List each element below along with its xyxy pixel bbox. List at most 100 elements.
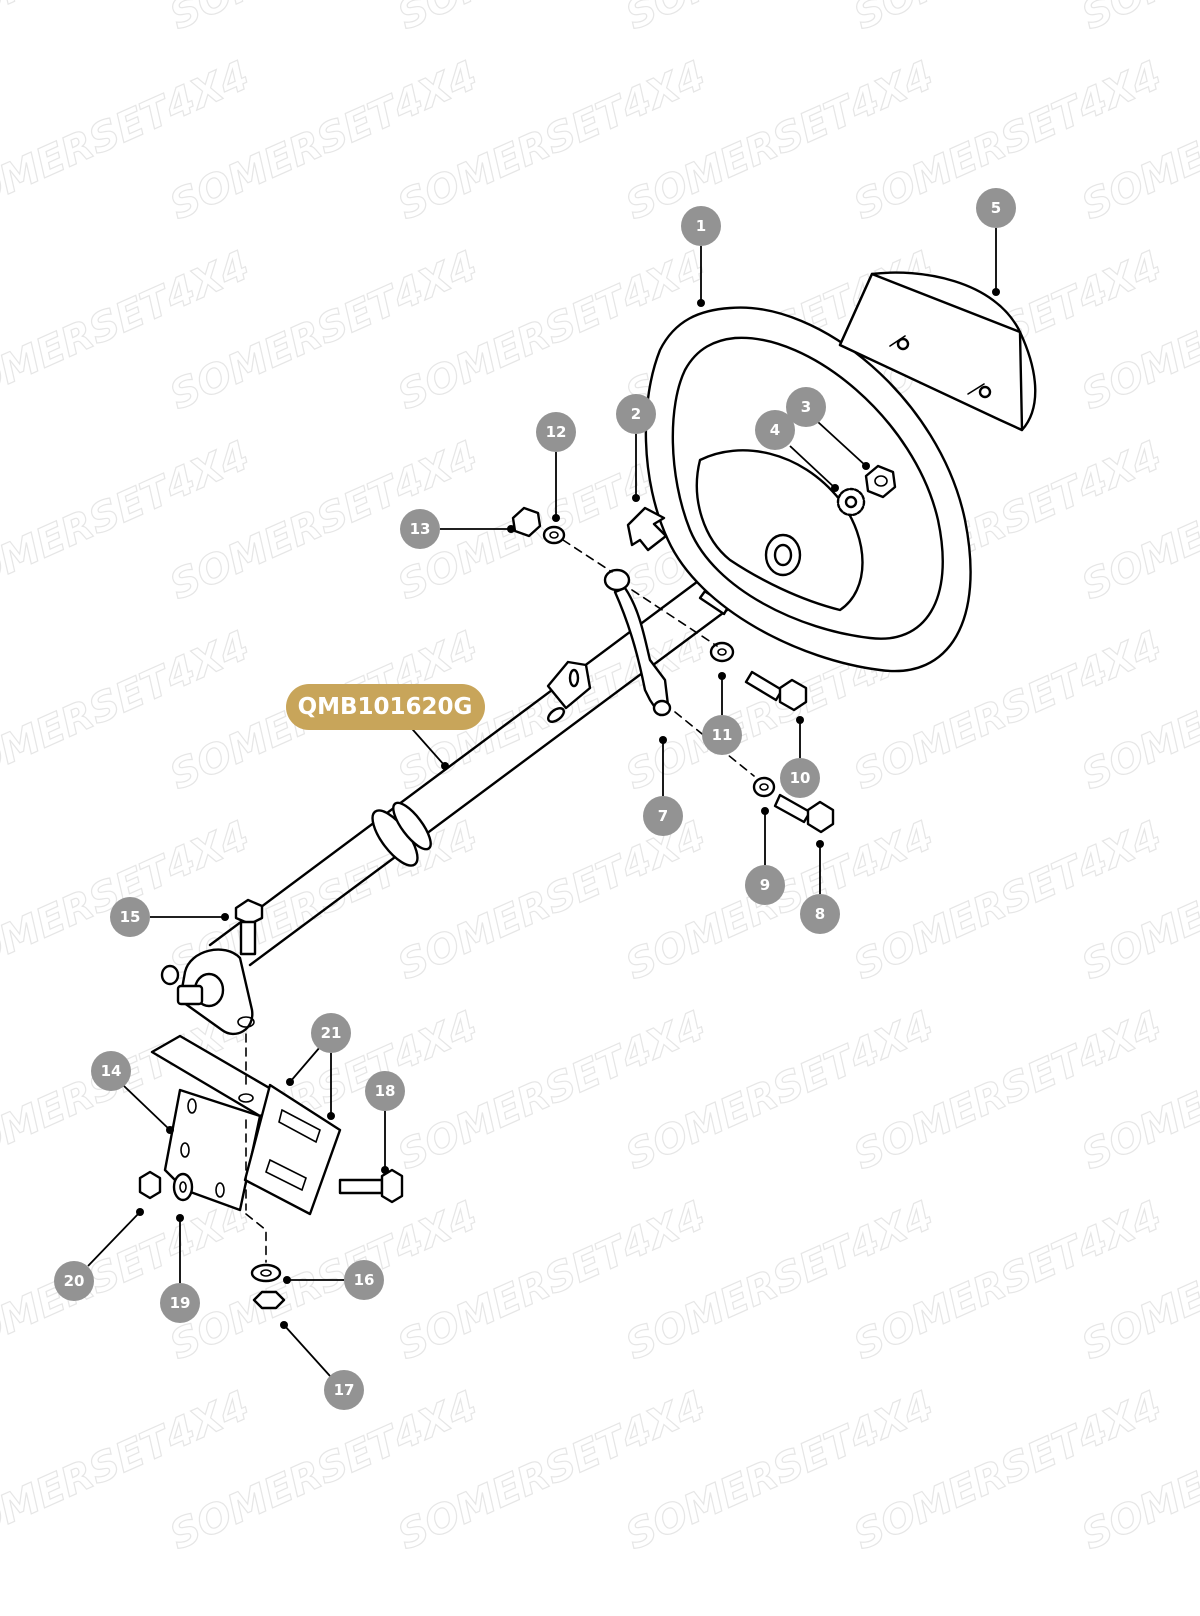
callout-circle-21 — [311, 1013, 351, 1053]
nut-item-17 — [252, 1290, 286, 1310]
part-number-text: QMB101620G — [298, 694, 473, 720]
callout-18: 18 — [365, 1071, 405, 1174]
horn-pad-cover — [838, 271, 1037, 432]
leader-line-4 — [789, 445, 836, 489]
washer-item-19 — [172, 1172, 194, 1202]
callout-circle-10 — [780, 758, 820, 798]
nut-item-13 — [511, 506, 542, 538]
callout-number-8: 8 — [815, 905, 825, 923]
callout-number-21: 21 — [321, 1024, 342, 1042]
leader-dot-13 — [507, 525, 515, 533]
callout-21: 21 — [286, 1013, 351, 1120]
callout-11: 11 — [702, 672, 742, 755]
bolt-item-18 — [338, 1168, 404, 1204]
callout-5: 5 — [976, 188, 1016, 296]
callout-circle-13 — [400, 509, 440, 549]
steering-wheel — [644, 306, 972, 673]
callout-15: 15 — [110, 897, 229, 937]
callout-13: 13 — [400, 509, 515, 549]
bolt-item-15 — [234, 898, 264, 956]
callout-number-11: 11 — [712, 726, 733, 744]
washer-item-9 — [752, 776, 776, 798]
parts-drawing — [138, 271, 1037, 1310]
callout-circle-14 — [91, 1051, 131, 1091]
lower-bearing-housing — [160, 948, 255, 1036]
leader-line-3 — [817, 421, 867, 467]
callout-circle-8 — [800, 894, 840, 934]
callout-16: 16 — [283, 1260, 384, 1300]
callout-circle-2 — [616, 394, 656, 434]
callout-19: 19 — [160, 1214, 200, 1323]
callout-circle-18 — [365, 1071, 405, 1111]
leader-dot-5 — [992, 288, 1000, 296]
washer-item-12 — [542, 525, 566, 545]
callout-number-1: 1 — [696, 217, 706, 235]
part-number-pill — [286, 684, 485, 730]
leader-dot-10 — [796, 716, 804, 724]
callout-14: 14 — [91, 1051, 174, 1134]
callout-number-18: 18 — [375, 1082, 396, 1100]
callout-number-4: 4 — [770, 421, 780, 439]
callout-20: 20 — [54, 1208, 144, 1301]
callout-2: 2 — [616, 394, 656, 502]
nut-item-20 — [138, 1170, 162, 1200]
assembly-guide-lines — [245, 539, 755, 1263]
callout-3: 3 — [786, 387, 870, 470]
callout-9: 9 — [745, 807, 785, 905]
leader-dot-9 — [761, 807, 769, 815]
callout-number-12: 12 — [546, 423, 567, 441]
leader-line-14 — [123, 1085, 171, 1131]
leader-dot-8 — [816, 840, 824, 848]
callout-circle-11 — [702, 715, 742, 755]
steering-lock-arm — [603, 568, 672, 717]
callout-circle-9 — [745, 865, 785, 905]
leader-dot-15 — [221, 913, 229, 921]
leader-line-21 — [289, 1046, 321, 1083]
leader-dot-12 — [552, 514, 560, 522]
leader-dot-20 — [136, 1208, 144, 1216]
leader-dot-3 — [862, 462, 870, 470]
callout-10: 10 — [780, 716, 820, 798]
callout-number-14: 14 — [101, 1062, 122, 1080]
callout-number-19: 19 — [170, 1294, 191, 1312]
callout-number-13: 13 — [410, 520, 431, 538]
clip — [626, 506, 668, 552]
leader-line-20 — [87, 1211, 141, 1267]
callout-circle-17 — [324, 1370, 364, 1410]
leader-dot-17 — [280, 1321, 288, 1329]
callout-circle-15 — [110, 897, 150, 937]
leader-dot-7 — [659, 736, 667, 744]
callout-number-7: 7 — [658, 807, 668, 825]
callout-17: 17 — [280, 1321, 364, 1410]
callout-12: 12 — [536, 412, 576, 522]
callout-number-15: 15 — [120, 908, 141, 926]
part-number-label: QMB101620G — [286, 684, 485, 770]
watermark-text: SOMERSET4X4 — [1075, 0, 1200, 39]
leader-dot-16 — [283, 1276, 291, 1284]
callout-number-3: 3 — [801, 398, 811, 416]
callout-number-9: 9 — [760, 876, 770, 894]
callout-circle-7 — [643, 796, 683, 836]
callout-number-16: 16 — [354, 1271, 375, 1289]
leader-dot-4 — [831, 484, 839, 492]
leader-dot-21 — [286, 1078, 294, 1086]
callout-number-5: 5 — [991, 199, 1001, 217]
callout-circle-19 — [160, 1283, 200, 1323]
leader-dot-21 — [327, 1112, 335, 1120]
adjuster-plate — [243, 1083, 342, 1216]
callout-4: 4 — [755, 410, 839, 492]
serrated-washer-item-4 — [836, 487, 866, 517]
leader-dot-2 — [632, 494, 640, 502]
callout-circle-1 — [681, 206, 721, 246]
callout-circle-16 — [344, 1260, 384, 1300]
leader-dot-19 — [176, 1214, 184, 1222]
callout-number-20: 20 — [64, 1272, 85, 1290]
leader-dot-14 — [166, 1126, 174, 1134]
callout-circle-12 — [536, 412, 576, 452]
washer-item-11 — [709, 641, 735, 663]
callout-circle-20 — [54, 1261, 94, 1301]
leader-dot-1 — [697, 299, 705, 307]
bolt-item-8 — [773, 793, 835, 834]
